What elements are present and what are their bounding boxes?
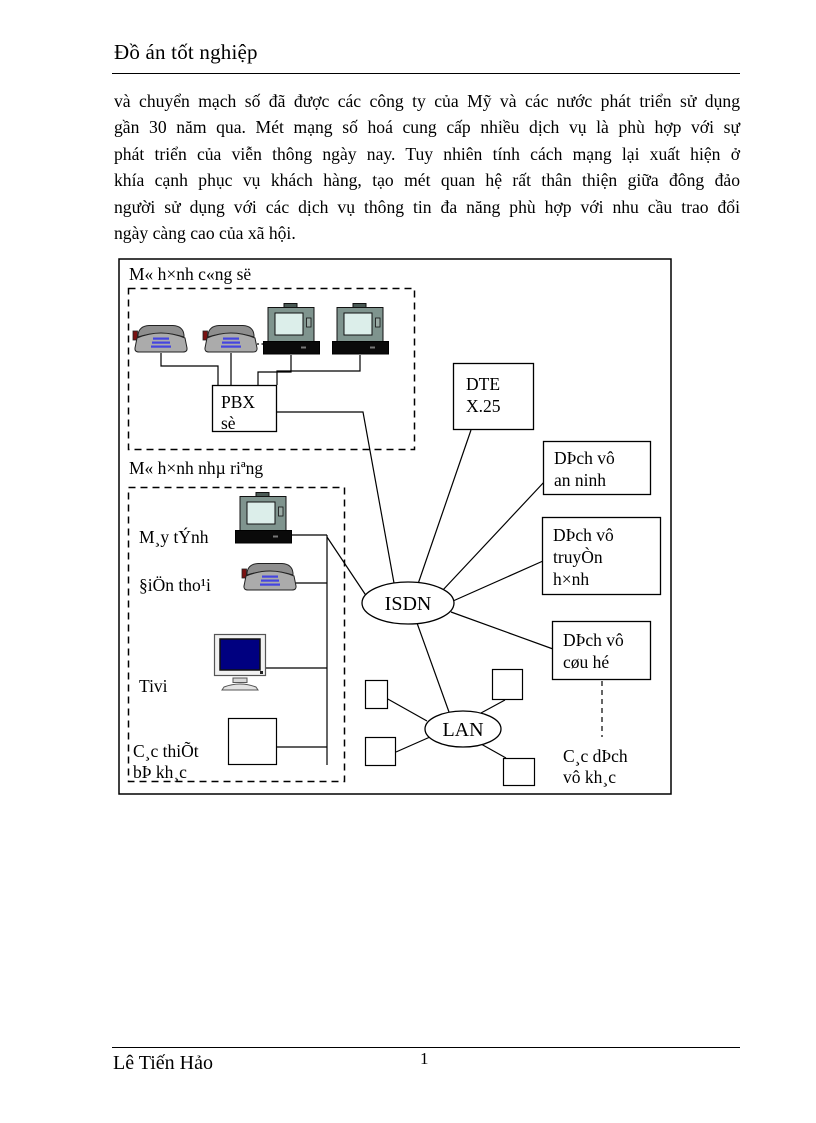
home-other-devices-box — [227, 717, 278, 766]
office-phone-icon — [132, 325, 188, 353]
home-model-label: M« h×nh nhµ riªng — [129, 458, 263, 478]
office-computer-icon — [263, 303, 320, 355]
office-computer-icon — [332, 303, 389, 355]
security-service-box — [542, 440, 652, 496]
home-to-isdn-link — [326, 536, 368, 598]
home-computer-label: M¸y tÝnh — [139, 527, 209, 547]
home-other-devices-label-line2: bÞ kh¸c — [133, 762, 187, 782]
paragraph-line: khía cạnh phục vụ khách hàng, tạo mét qu… — [114, 170, 740, 191]
tv-service-line3: h×nh — [553, 569, 589, 589]
paragraph-line: gần 30 năm qua. Mét mạng số hoá cung cấp… — [114, 117, 740, 138]
lan-sq1-link — [385, 697, 428, 722]
dte-to-isdn-link — [417, 429, 472, 585]
pbx-box — [211, 384, 278, 433]
connector-lines — [160, 343, 603, 765]
home-computer-icon — [235, 492, 292, 544]
footer-page-number: 1 — [420, 1049, 429, 1068]
other-services-line1: C¸c dÞch — [563, 746, 628, 766]
home-phone-label: §iÖn tho¹i — [139, 575, 211, 595]
security-service-line2: an ninh — [554, 470, 606, 490]
lan-sq2-link — [480, 699, 506, 714]
rescue-service-line1: DÞch vô — [563, 630, 624, 650]
home-tv-label: Tivi — [139, 676, 168, 696]
lan-station-box — [491, 668, 524, 701]
lan-sq4-link — [480, 743, 507, 759]
tv-service-box — [541, 516, 662, 596]
security-to-isdn-link — [441, 480, 546, 592]
lan-node — [424, 710, 502, 748]
lan-sq3-link — [395, 736, 431, 753]
header-rule — [112, 73, 740, 74]
isdn-node — [361, 581, 455, 625]
lan-station-box — [502, 757, 536, 787]
footer-rule — [112, 1047, 740, 1048]
rescue-service-box — [551, 620, 652, 681]
lan-station-box — [364, 679, 389, 710]
paragraph-line: ngày càng cao của xã hội. — [114, 223, 296, 244]
tv-service-line2: truyÒn — [553, 547, 603, 567]
body-paragraph: và chuyển mạch số đã được các công ty củ… — [114, 88, 740, 246]
dte-label-line1: DTE — [466, 374, 500, 394]
home-other-devices-label-line1: C¸c thiÕt — [133, 741, 199, 761]
tv-service-line1: DÞch vô — [553, 525, 614, 545]
office-phone-icon — [202, 325, 258, 353]
pbx-label-line2: sè — [221, 413, 236, 433]
isdn-network-diagram: M« h×nh c«ng së PBX sè M« h×nh nhµ riªng… — [118, 258, 672, 795]
rescue-service-line2: cøu hé — [563, 652, 609, 672]
paragraph-line: phát triển của viễn thông ngày nay. Tuy … — [114, 143, 740, 164]
tvservice-to-isdn-link — [452, 560, 544, 602]
office-model-dashed-box — [127, 287, 416, 451]
pbx-to-isdn-link — [277, 411, 395, 584]
home-phone-icon — [241, 563, 297, 591]
security-service-line1: DÞch vô — [554, 448, 615, 468]
footer-author: Lê Tiến Hảo — [113, 1052, 213, 1074]
other-services-line2: vô kh¸c — [563, 767, 616, 787]
home-model-dashed-box — [127, 486, 346, 783]
lan-label: LAN — [442, 719, 483, 741]
dte-label-line2: X.25 — [466, 396, 501, 416]
pbx-label-line1: PBX — [221, 392, 255, 412]
rescue-to-isdn-link — [450, 611, 554, 650]
isdn-label: ISDN — [385, 593, 432, 615]
isdn-to-lan-link — [416, 622, 450, 713]
office-computer1-link — [257, 355, 292, 385]
paragraph-line: người sử dụng với các dịch vụ thông tin … — [114, 196, 740, 217]
dte-x25-box — [452, 362, 535, 431]
page-title: Đồ án tốt nghiệp — [114, 40, 258, 64]
lan-station-box — [364, 736, 397, 767]
office-model-label: M« h×nh c«ng së — [129, 264, 251, 284]
office-computer2-link — [276, 355, 361, 385]
paragraph-line: và chuyển mạch số đã được các công ty củ… — [114, 91, 740, 111]
office-phone1-link — [160, 353, 219, 385]
